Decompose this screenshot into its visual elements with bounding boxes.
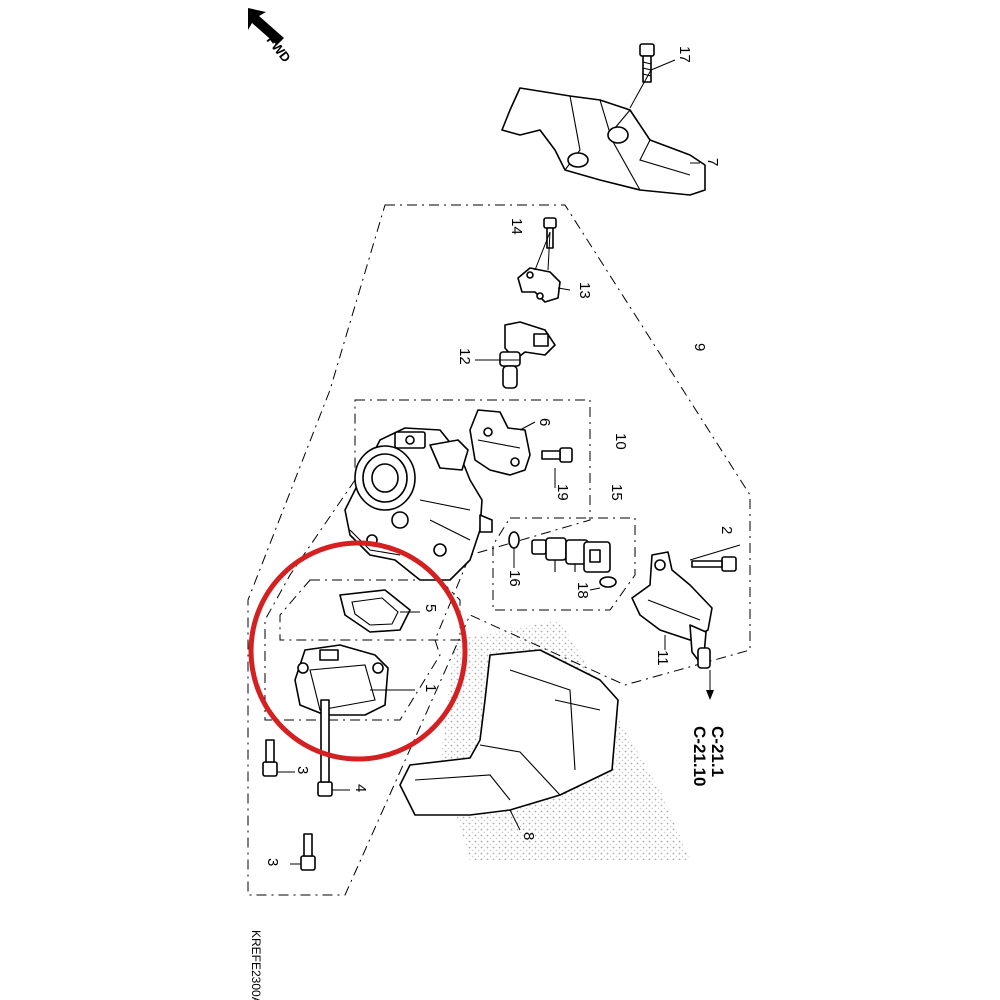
outlet-arrow-icon xyxy=(706,690,714,700)
callout-3-lower: 3 xyxy=(264,858,281,866)
part-16-o-ring xyxy=(508,531,520,549)
part-13-clip xyxy=(517,267,561,303)
callout-6: 6 xyxy=(536,418,553,426)
cross-references: C-21.1 C-21.10 xyxy=(690,726,727,786)
callout-12: 12 xyxy=(456,348,473,365)
callout-9: 9 xyxy=(691,343,708,351)
callout-15: 15 xyxy=(608,484,625,501)
drawing-code: KREFE2300A xyxy=(249,930,263,1000)
callout-labels: 17 7 14 13 9 12 6 10 19 15 2 16 18 5 11 … xyxy=(264,46,735,866)
part-6-bracket xyxy=(469,409,531,476)
callout-14: 14 xyxy=(508,218,525,235)
part-11-sensor xyxy=(631,551,713,669)
callout-2: 2 xyxy=(718,526,735,534)
callout-8: 8 xyxy=(520,832,537,840)
part-5-gasket xyxy=(339,589,411,633)
cross-ref-c-21-1: C-21.1 xyxy=(708,726,727,777)
fwd-label: FWD xyxy=(264,33,294,66)
callout-17: 17 xyxy=(676,46,693,63)
callout-18: 18 xyxy=(574,582,591,599)
part-3-bolt-lower xyxy=(300,833,316,871)
highlight-circle xyxy=(248,540,468,762)
fwd-indicator: FWD xyxy=(248,8,294,65)
callout-1: 1 xyxy=(422,684,439,692)
part-2-bolt xyxy=(691,556,737,572)
callout-16: 16 xyxy=(506,570,523,587)
callout-3-upper: 3 xyxy=(294,766,311,774)
callout-5: 5 xyxy=(422,604,439,612)
part-17-bolt xyxy=(639,43,655,83)
callout-10: 10 xyxy=(612,433,629,450)
fwd-arrow-icon xyxy=(248,8,284,45)
part-18-o-ring xyxy=(599,576,617,588)
callout-13: 13 xyxy=(576,282,593,299)
part-8-airbox xyxy=(399,649,619,816)
leader-lines xyxy=(277,59,741,865)
callout-19: 19 xyxy=(554,484,571,501)
part-4-bolt xyxy=(317,699,333,797)
part-19-bolt xyxy=(541,447,573,463)
cross-ref-c-21-10: C-21.10 xyxy=(690,726,709,786)
group-outline-15 xyxy=(492,517,636,611)
part-12-sensor xyxy=(499,321,556,389)
gasket-frame-5 xyxy=(279,579,461,641)
part-1-module xyxy=(294,644,389,716)
part-15-injector xyxy=(531,537,611,573)
part-3-bolt-upper xyxy=(262,739,278,777)
callout-11: 11 xyxy=(654,650,671,666)
throttle-body xyxy=(344,427,493,581)
callout-4: 4 xyxy=(352,784,369,792)
part-7-bracket xyxy=(501,87,706,196)
callout-7: 7 xyxy=(704,158,721,166)
